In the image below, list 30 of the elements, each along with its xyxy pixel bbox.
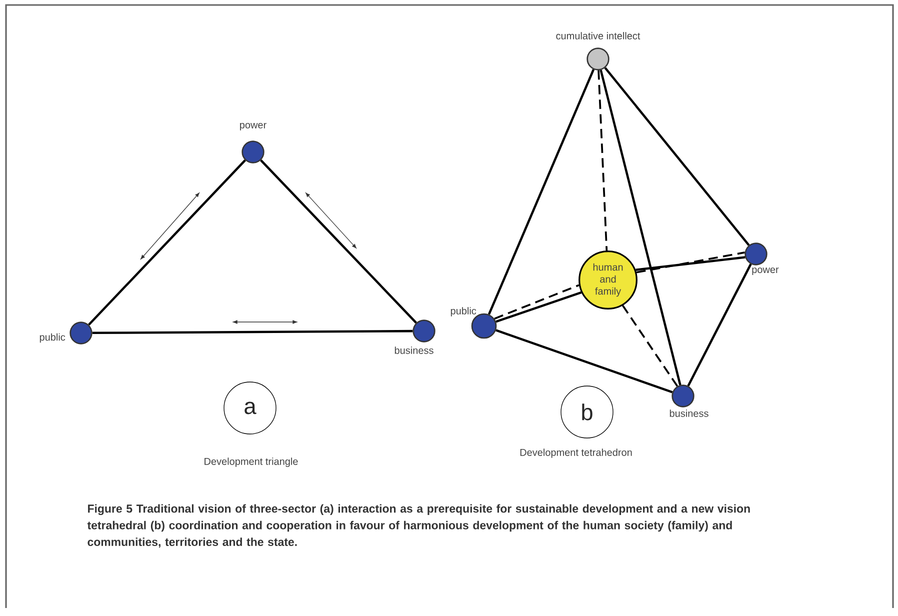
connector-line: [636, 256, 746, 272]
connector-line: [598, 70, 608, 251]
node-circle: [412, 320, 436, 342]
node-label: public: [40, 333, 66, 343]
node-label: Development triangle: [204, 458, 298, 467]
connector-line: [260, 159, 417, 324]
node-label: Development tetrahedron: [520, 448, 632, 458]
node-circle: [586, 48, 610, 70]
connector-line: [496, 291, 582, 323]
node-circle: [70, 322, 92, 344]
node-circle: [242, 140, 264, 164]
node-circle: [744, 242, 768, 266]
connector-line: [496, 329, 673, 394]
connector-line: [488, 68, 595, 315]
node-label: public: [450, 307, 476, 316]
caption: Figure 5 Traditional vision of three-sector (a) interaction as a prerequisite for sustainable development and a new vision tetrahedral (b) coordination and cooperation in favour of harmonious development of the human society (family) and communities, territories and the state.: [87, 504, 750, 548]
node-label: business: [394, 346, 434, 354]
node-label: cumulative intellect: [556, 32, 640, 40]
connector-line: [88, 159, 246, 326]
node-label: power: [752, 268, 779, 276]
connector-line: [636, 252, 745, 274]
connector-line: [604, 67, 750, 246]
node-label: business: [670, 410, 708, 417]
connector-line: [600, 70, 682, 386]
node-label: power: [240, 122, 266, 130]
connector-line: [622, 304, 678, 387]
node-circle: [672, 384, 694, 408]
connector-line: [92, 330, 413, 334]
connector-line: [494, 284, 580, 320]
connector-line: [687, 264, 752, 386]
